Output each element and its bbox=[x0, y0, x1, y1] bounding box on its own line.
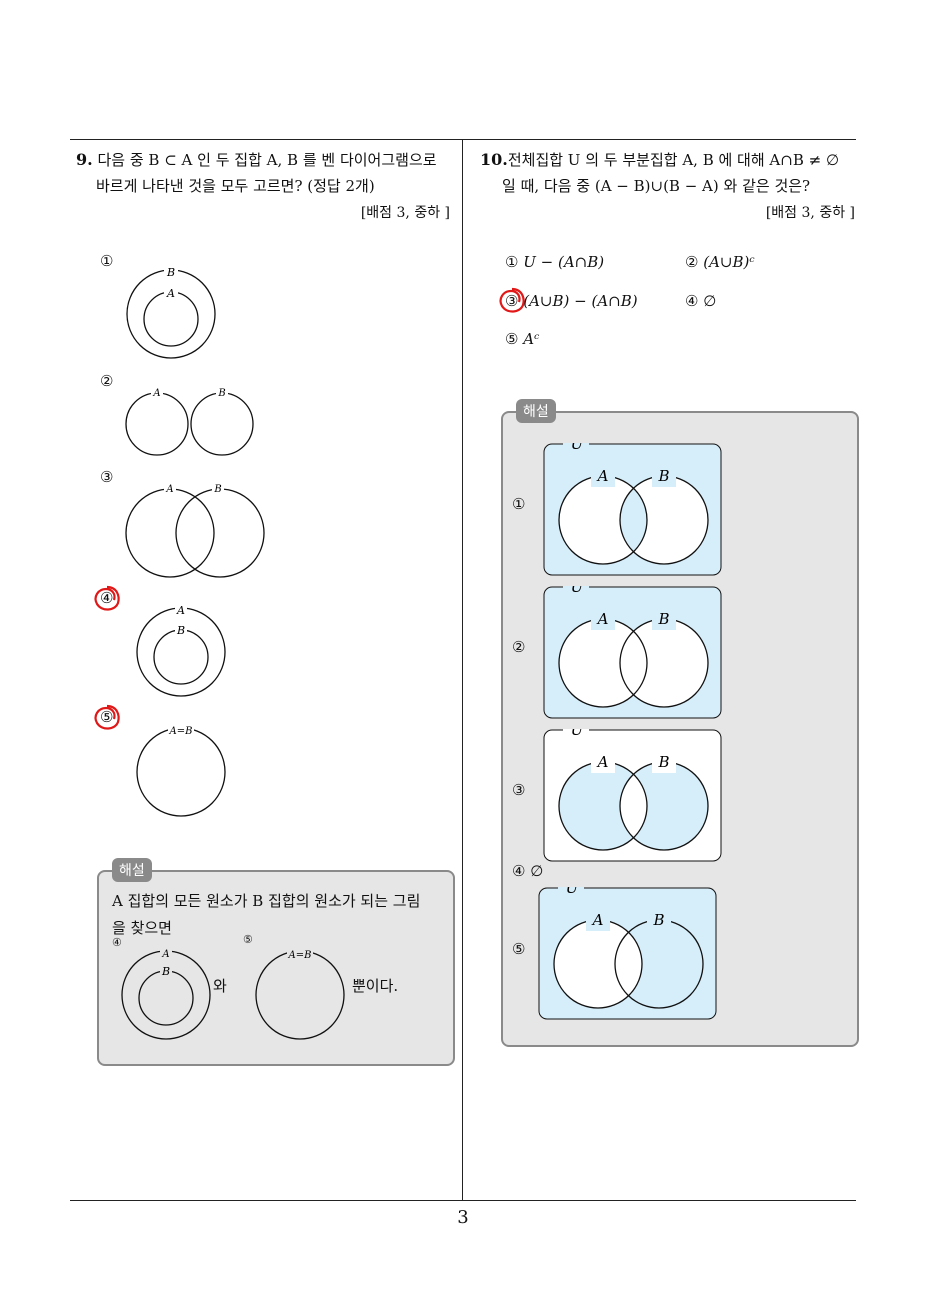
q10-sol-venn5: U A B bbox=[538, 887, 717, 1020]
q10-v1-A: A bbox=[596, 467, 609, 485]
q10-sol-num2: ② bbox=[512, 638, 526, 656]
q9-opt3-left-label: A bbox=[165, 484, 173, 495]
q10-opt3-text: (A∪B) − (A∩B) bbox=[523, 292, 638, 310]
q9-solution-line2: 을 찾으면 bbox=[112, 919, 172, 937]
q10-sol-num4: ④ ∅ bbox=[512, 862, 544, 880]
q9-opt4-outer-label: A bbox=[176, 604, 185, 617]
q10-opt5-text: Aᶜ bbox=[523, 330, 540, 348]
q10-v2-U: U bbox=[571, 586, 585, 596]
q9-sol-inner-label: B bbox=[161, 965, 170, 978]
q9-sol-outer-label: A bbox=[161, 949, 169, 960]
q10-option5[interactable]: ⑤ Aᶜ bbox=[505, 330, 539, 348]
q10-v3-A: A bbox=[596, 753, 609, 771]
q10-sol-num3: ③ bbox=[512, 781, 526, 799]
q9-opt3-right-label: B bbox=[213, 484, 221, 495]
q10-sol-venn1: U A B bbox=[543, 443, 722, 576]
q9-opt1-inner-label: A bbox=[166, 287, 175, 300]
q10-sol-venn2: U A B bbox=[543, 586, 722, 719]
q10-sol-venn3: U A B bbox=[543, 729, 722, 862]
q9-option5-number[interactable]: ⑤ bbox=[100, 708, 114, 726]
q10-opt4-text: ∅ bbox=[703, 292, 717, 310]
q10-option3-mark bbox=[499, 287, 525, 313]
q9-number: 9. bbox=[76, 150, 93, 169]
q9-option3-venn[interactable]: A B bbox=[120, 478, 275, 583]
q9-solution-end: 뿐이다. bbox=[352, 977, 399, 995]
q9-option5-venn[interactable]: A=B bbox=[130, 720, 235, 820]
q9-option5-mark bbox=[94, 704, 120, 730]
q10-line1: 전체집합 U 의 두 부분집합 A, B 에 대해 A∩B ≠ ∅ bbox=[507, 151, 840, 169]
q10-opt3-num: ③ bbox=[505, 292, 519, 310]
q9-opt5-label: A=B bbox=[169, 726, 193, 737]
q9-line1: 다음 중 B ⊂ A 인 두 집합 A, B 를 벤 다이어그램으로 bbox=[97, 151, 437, 169]
q9-option4-mark bbox=[94, 585, 120, 611]
q10-opt2-num: ② bbox=[685, 253, 699, 271]
q10-v2-B: B bbox=[657, 610, 669, 628]
q10-opt2-text: (A∪B)ᶜ bbox=[703, 253, 755, 271]
q9-solution-wa: 와 bbox=[213, 977, 227, 995]
column-divider bbox=[462, 139, 463, 1201]
q10-v2-A: A bbox=[596, 610, 609, 628]
q10-option2[interactable]: ② (A∪B)ᶜ bbox=[685, 253, 755, 271]
q10-line2: 일 때, 다음 중 (A − B)∪(B − A) 와 같은 것은? bbox=[502, 177, 811, 195]
q9-solution-venn4: A B bbox=[121, 947, 211, 1040]
q9-stem: 9. 다음 중 B ⊂ A 인 두 집합 A, B 를 벤 다이어그램으로 bbox=[76, 146, 460, 174]
q10-v5-U: U bbox=[566, 887, 580, 897]
q10-v5-B: B bbox=[652, 911, 664, 929]
q9-solution-line1: A 집합의 모든 원소가 B 집합의 원소가 되는 그림 bbox=[112, 892, 421, 910]
q9-solution-venn5: A=B bbox=[255, 948, 345, 1040]
q9-option4-number[interactable]: ④ bbox=[100, 589, 114, 607]
q10-option3[interactable]: ③ (A∪B) − (A∩B) bbox=[505, 292, 638, 310]
q9-option3-number[interactable]: ③ bbox=[100, 468, 114, 486]
q10-sol-num5: ⑤ bbox=[512, 940, 526, 958]
q9-solution-box bbox=[97, 870, 455, 1066]
q10-stem: 10.전체집합 U 의 두 부분집합 A, B 에 대해 A∩B ≠ ∅ bbox=[480, 146, 860, 174]
q9-meta: [배점 3, 중하 ] bbox=[360, 205, 450, 221]
q9-sol-eq-label: A=B bbox=[288, 950, 312, 961]
q9-option1-venn[interactable]: B A bbox=[120, 262, 230, 362]
q10-opt4-num: ④ bbox=[685, 292, 699, 310]
q10-opt1-text: U − (A∩B) bbox=[523, 253, 605, 271]
q9-option4-venn[interactable]: A B bbox=[130, 600, 235, 700]
q9-opt4-inner-label: B bbox=[176, 624, 185, 637]
q10-opt1-num: ① bbox=[505, 253, 519, 271]
q10-opt5-num: ⑤ bbox=[505, 330, 519, 348]
q9-solution-num5: ⑤ bbox=[243, 933, 253, 946]
bottom-rule bbox=[70, 1200, 856, 1201]
q10-v5-A: A bbox=[591, 911, 604, 929]
top-rule bbox=[70, 139, 856, 140]
q9-solution-tag: 해설 bbox=[112, 858, 152, 882]
q10-option1[interactable]: ① U − (A∩B) bbox=[505, 253, 604, 271]
q9-option2-venn[interactable]: A B bbox=[120, 382, 260, 462]
q10-v1-B: B bbox=[657, 467, 669, 485]
q10-solution-tag: 해설 bbox=[516, 399, 556, 423]
q10-sol-num1: ① bbox=[512, 495, 526, 513]
q9-option1-number[interactable]: ① bbox=[100, 252, 114, 270]
q9-line2: 바르게 나타낸 것을 모두 고르면? (정답 2개) bbox=[96, 177, 375, 195]
q9-opt2-left-label: A bbox=[152, 388, 160, 399]
q9-solution-num4: ④ bbox=[112, 936, 122, 949]
q10-v1-U: U bbox=[571, 443, 585, 453]
q10-v3-U: U bbox=[571, 729, 585, 739]
q9-opt2-right-label: B bbox=[217, 388, 225, 399]
q10-option4[interactable]: ④ ∅ bbox=[685, 292, 716, 310]
q10-number: 10. bbox=[480, 150, 508, 169]
q10-v3-B: B bbox=[657, 753, 669, 771]
q9-option2-number[interactable]: ② bbox=[100, 372, 114, 390]
page-number: 3 bbox=[457, 1207, 469, 1228]
q10-meta: [배점 3, 중하 ] bbox=[765, 205, 855, 221]
q9-opt1-outer-label: B bbox=[166, 266, 175, 279]
